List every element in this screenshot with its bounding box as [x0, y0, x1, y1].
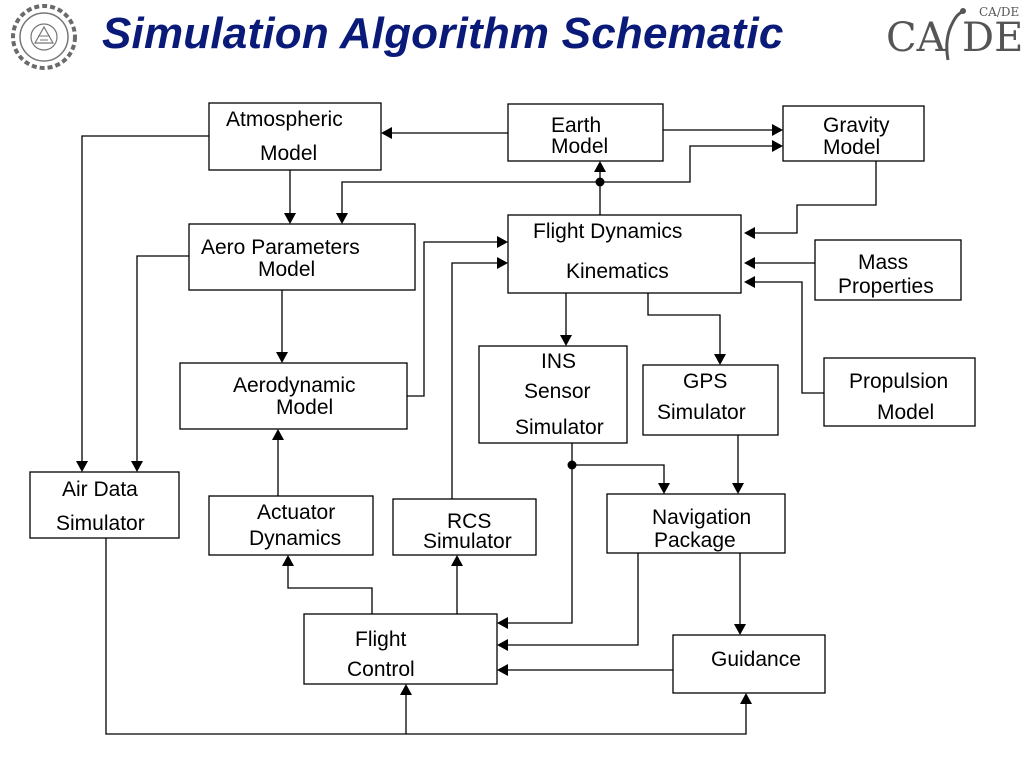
- air-data-label-line2: Simulator: [56, 512, 145, 535]
- navigation-label-line1: Navigation: [652, 506, 751, 529]
- actuator-label-line1: Actuator: [257, 501, 335, 524]
- ins-label-line2: Sensor: [524, 380, 591, 403]
- flight-control-label-line1: Flight: [355, 628, 407, 651]
- rcs-label-line1: RCS: [447, 510, 491, 533]
- actuator-label-line2: Dynamics: [249, 527, 341, 550]
- flight-dynamics-label-line2: Kinematics: [566, 260, 669, 283]
- navigation-label-line2: Package: [654, 529, 736, 552]
- ins-label-line3: Simulator: [515, 416, 604, 439]
- atmospheric-model-label-line1: Atmospheric: [226, 108, 343, 131]
- gps-label-line1: GPS: [683, 370, 727, 393]
- rcs-simulator-block: RCS Simulator: [392, 498, 537, 556]
- gravity-model-label-line1: Gravity: [823, 114, 890, 137]
- flight-control-label-line2: Control: [347, 658, 415, 681]
- aerodynamic-model-label-line1: Aerodynamic: [233, 374, 356, 397]
- cade-logo-left-text: CA: [886, 15, 947, 61]
- propulsion-label-line2: Model: [877, 401, 934, 424]
- air-data-label-line1: Air Data: [62, 478, 138, 501]
- cade-logo-right-text: DE: [962, 15, 1023, 61]
- aero-parameters-label-line1: Aero Parameters: [201, 236, 360, 259]
- flight-control-block: Flight Control: [303, 613, 498, 685]
- air-data-simulator-block: Air Data Simulator: [29, 471, 180, 539]
- cade-logo-slash: [945, 10, 963, 61]
- junction-dot: [595, 177, 605, 187]
- mass-properties-label-line1: Mass: [858, 251, 908, 274]
- actuator-dynamics-block: Actuator Dynamics: [208, 495, 374, 556]
- gravity-model-label-line2: Model: [823, 136, 880, 159]
- aerodynamic-model-block: Aerodynamic Model: [179, 362, 408, 430]
- guidance-block: Guidance: [672, 634, 826, 694]
- aerodynamic-model-label-line2: Model: [276, 396, 333, 419]
- connectors: [76, 124, 877, 735]
- page-title: Simulation Algorithm Schematic: [102, 9, 784, 58]
- aero-parameters-label-line2: Model: [258, 258, 315, 281]
- mass-properties-block: Mass Properties: [814, 239, 962, 301]
- gravity-model-block: Gravity Model: [782, 105, 925, 162]
- cade-logo-dot: [960, 8, 966, 14]
- earth-model-label-line1: Earth: [551, 114, 601, 137]
- earth-model-block: Earth Model: [507, 103, 664, 162]
- aero-parameters-model-block: Aero Parameters Model: [188, 223, 416, 291]
- ins-sensor-simulator-block: INS Sensor Simulator: [478, 345, 628, 444]
- cade-logo-superscript: CA/DE: [979, 5, 1019, 19]
- gps-simulator-block: GPS Simulator: [642, 364, 779, 436]
- mass-properties-label-line2: Properties: [838, 275, 934, 298]
- earth-model-label-line2: Model: [551, 135, 608, 158]
- guidance-label: Guidance: [711, 648, 801, 671]
- cade-logo: CA DE CA/DE: [886, 5, 1023, 61]
- flight-dynamics-label-line1: Flight Dynamics: [533, 220, 682, 243]
- propulsion-label-line1: Propulsion: [849, 370, 948, 393]
- junction-dot: [567, 460, 577, 470]
- flight-dynamics-block: Flight Dynamics Kinematics: [507, 214, 742, 294]
- atmospheric-model-label-line2: Model: [260, 142, 317, 165]
- navigation-package-block: Navigation Package: [606, 493, 786, 554]
- atmospheric-model-block: Atmospheric Model: [208, 102, 382, 171]
- gps-label-line2: Simulator: [657, 401, 746, 424]
- rcs-label-line2: Simulator: [423, 530, 512, 553]
- ins-label-line1: INS: [541, 350, 576, 373]
- propulsion-model-block: Propulsion Model: [823, 357, 976, 427]
- institute-seal-logo: [11, 4, 77, 70]
